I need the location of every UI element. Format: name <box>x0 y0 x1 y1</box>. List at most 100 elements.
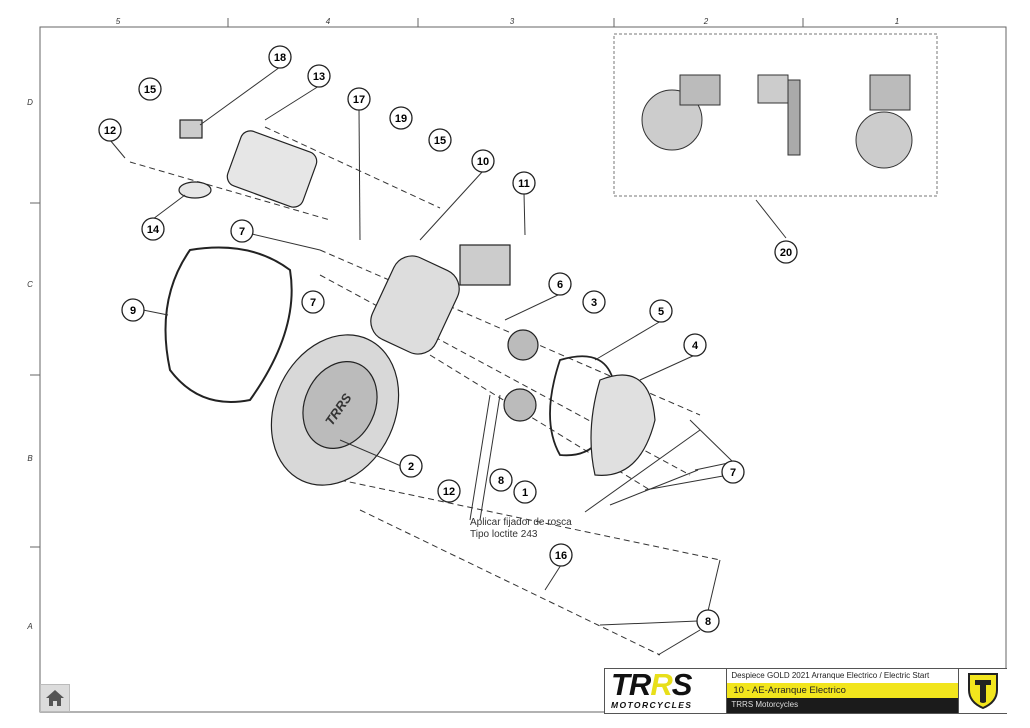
row-label: B <box>27 454 33 463</box>
callout-8: 8 <box>696 609 720 633</box>
home-button[interactable] <box>40 684 70 712</box>
callout-number: 12 <box>443 486 455 498</box>
callout-circle <box>548 272 572 296</box>
callout-number: 15 <box>434 135 446 147</box>
callout-number: 14 <box>147 224 160 236</box>
drawing-frame <box>39 26 1007 713</box>
callout-number: 13 <box>313 71 325 83</box>
callout-circle <box>428 128 452 152</box>
bracket-14 <box>178 181 212 199</box>
callout-circle <box>471 149 495 173</box>
callout-8: 8 <box>489 468 513 492</box>
cover-4 <box>590 374 656 476</box>
callout-7: 7 <box>301 290 325 314</box>
column-label: 2 <box>703 17 709 26</box>
callout-19: 19 <box>389 106 413 130</box>
callout-circle <box>230 219 254 243</box>
callout-number: 12 <box>104 125 116 137</box>
callout-number: 20 <box>780 247 792 259</box>
gear-3 <box>507 329 539 361</box>
callout-20: 20 <box>774 240 798 264</box>
callout-circle <box>141 217 165 241</box>
callout-7: 7 <box>721 460 745 484</box>
callout-number: 4 <box>692 340 699 352</box>
callout-number: 2 <box>408 461 414 473</box>
callout-circle <box>774 240 798 264</box>
callout-16: 16 <box>549 543 573 567</box>
callout-circle <box>347 87 371 111</box>
note-line2: Tipo loctite 243 <box>470 529 538 540</box>
callout-circle <box>307 64 331 88</box>
sheet-title: 10 - AE-Arranque Electrico <box>727 683 959 698</box>
callout-circle <box>489 468 513 492</box>
gear-1 <box>503 388 537 422</box>
solenoid-11 <box>459 244 511 286</box>
callout-2: 2 <box>399 454 423 478</box>
callout-circle <box>268 45 292 69</box>
callout-circle <box>121 298 145 322</box>
callout-circle <box>549 543 573 567</box>
note-line1: Aplicar fijador de rosca <box>470 517 572 528</box>
company-name: TRRS Motorcycles <box>727 698 959 713</box>
trrs-shield-logo <box>958 669 1007 713</box>
callout-18: 18 <box>268 45 292 69</box>
callout-circle <box>399 454 423 478</box>
column-label: 5 <box>116 17 121 26</box>
shield-icon <box>968 673 999 710</box>
callout-circle <box>683 333 707 357</box>
callout-circle <box>582 290 606 314</box>
callout-circle <box>437 479 461 503</box>
cover-10 <box>370 255 460 355</box>
callout-number: 7 <box>310 297 316 309</box>
callout-11: 11 <box>512 171 536 195</box>
callout-15: 15 <box>428 128 452 152</box>
callout-number: 7 <box>730 467 736 479</box>
drawing-description: Despiece GOLD 2021 Arranque Electrico / … <box>731 671 930 680</box>
callout-circle <box>389 106 413 130</box>
callout-number: 8 <box>498 475 504 487</box>
callout-13: 13 <box>307 64 331 88</box>
callout-number: 3 <box>591 297 597 309</box>
callout-4: 4 <box>683 333 707 357</box>
callout-number: 8 <box>705 616 711 628</box>
callout-number: 17 <box>353 94 365 106</box>
callout-circle <box>721 460 745 484</box>
callout-10: 10 <box>471 149 495 173</box>
callout-12: 12 <box>98 118 122 142</box>
callout-5: 5 <box>649 299 673 323</box>
callout-7: 7 <box>230 219 254 243</box>
gasket-9 <box>164 246 293 403</box>
callout-number: 16 <box>555 550 567 562</box>
row-label: A <box>26 622 32 631</box>
callout-number: 9 <box>130 305 136 317</box>
callout-12: 12 <box>437 479 461 503</box>
callout-number: 10 <box>477 156 489 168</box>
row-label: C <box>27 280 33 289</box>
home-icon <box>46 690 64 706</box>
callout-number: 5 <box>658 306 664 318</box>
callout-14: 14 <box>141 217 165 241</box>
callout-number: 19 <box>395 113 407 125</box>
callout-circle <box>98 118 122 142</box>
callout-1: 1 <box>513 480 537 504</box>
callout-17: 17 <box>347 87 371 111</box>
row-label: D <box>27 98 33 107</box>
callout-number: 11 <box>518 178 530 190</box>
starter-motor <box>226 130 318 208</box>
callout-15: 15 <box>138 77 162 101</box>
relay-block <box>179 119 203 139</box>
overview-views <box>641 74 913 169</box>
callout-3: 3 <box>582 290 606 314</box>
callout-number: 6 <box>557 279 563 291</box>
callout-circle <box>138 77 162 101</box>
column-label: 4 <box>326 17 331 26</box>
callout-circle <box>513 480 537 504</box>
callout-circle <box>512 171 536 195</box>
callout-number: 15 <box>144 84 156 96</box>
callout-number: 7 <box>239 226 245 238</box>
callout-circle <box>649 299 673 323</box>
callout-circle <box>696 609 720 633</box>
callout-number: 1 <box>522 487 528 499</box>
